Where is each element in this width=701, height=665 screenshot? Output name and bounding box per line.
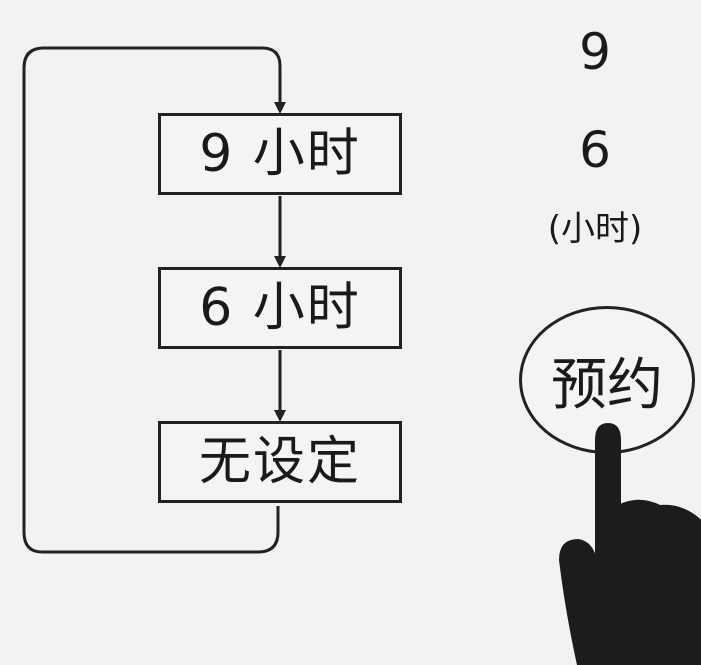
step-label: 无设定 (198, 432, 361, 492)
step-label: 6 小时 (199, 278, 361, 338)
step-6-hours: 6 小时 (158, 267, 402, 349)
step-9-hours: 9 小时 (158, 113, 402, 195)
step-no-setting: 无设定 (158, 421, 402, 503)
loop-back-line (22, 46, 286, 554)
display-unit-hours: (小时) (547, 209, 643, 249)
display-value-6: 6 (579, 121, 611, 179)
display-value-9: 9 (579, 23, 611, 81)
reserve-button-label: 预约 (551, 352, 663, 418)
step-label: 9 小时 (199, 124, 361, 184)
